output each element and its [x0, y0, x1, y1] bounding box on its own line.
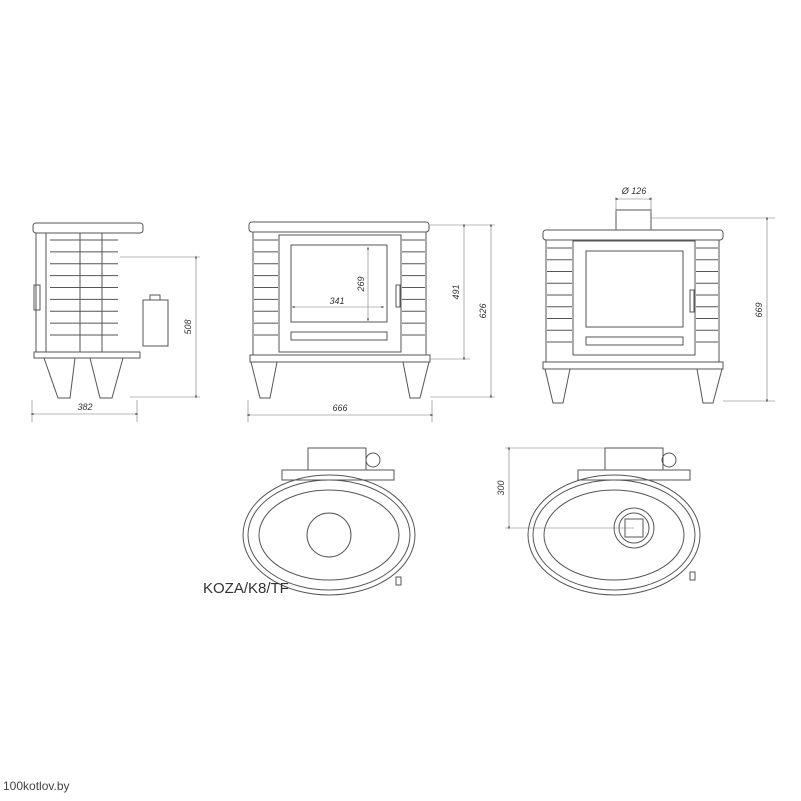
watermark: 100kotlov.by: [3, 779, 70, 793]
dim-flue-diameter: Ø 126: [621, 186, 647, 196]
dim-glass-width: 341: [329, 296, 344, 306]
side-view: [30, 222, 200, 422]
model-label: KOZA/K8/TF: [203, 580, 289, 597]
front-view-flue: [542, 197, 775, 404]
dim-body-height: 491: [451, 284, 461, 299]
dim-total-height-flue: 669: [754, 302, 764, 317]
dim-side-depth: 382: [77, 402, 92, 412]
top-view-left: [242, 447, 416, 596]
dim-top-flue-offset: 300: [496, 480, 506, 495]
dim-glass-height: 269: [356, 276, 366, 292]
dim-front-width: 666: [332, 403, 347, 413]
dim-total-height-front: 626: [478, 303, 488, 318]
top-view-right: [505, 446, 701, 596]
dim-side-flue-height: 508: [183, 319, 193, 334]
front-view: [246, 221, 495, 422]
